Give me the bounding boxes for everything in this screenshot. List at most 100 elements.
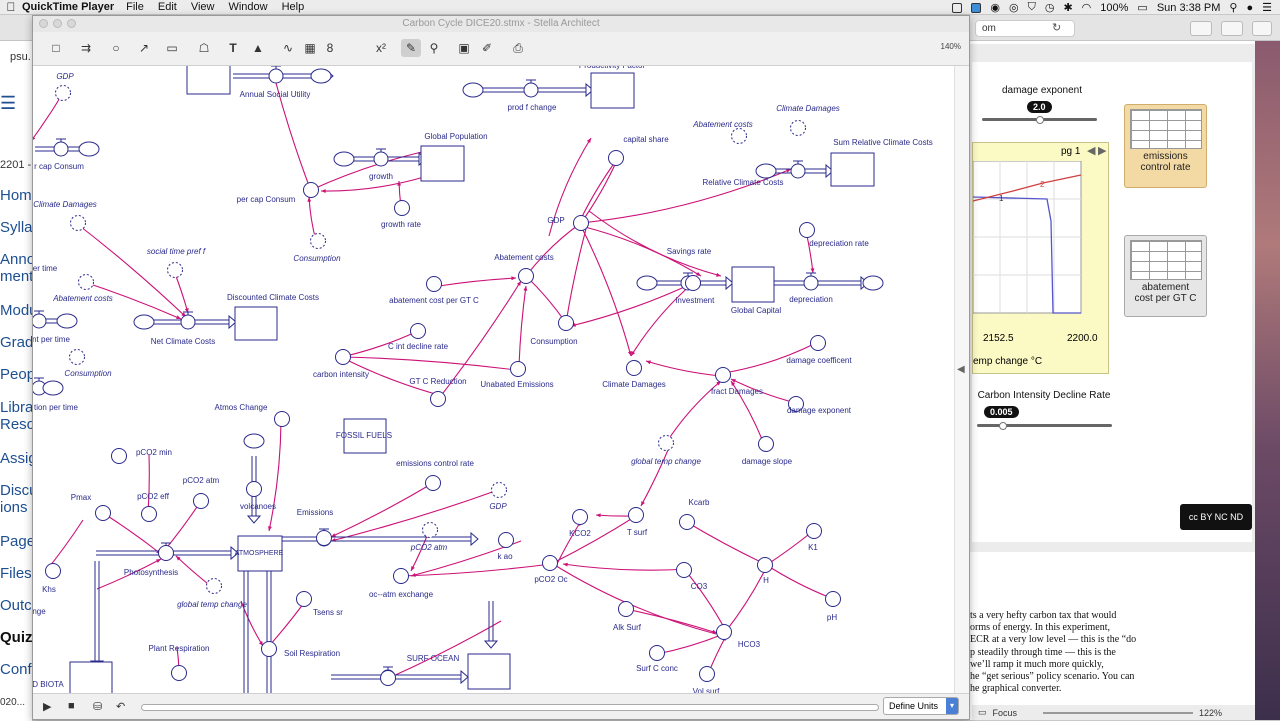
present-tool-icon[interactable]: ⎙ [513,41,523,55]
module-tool-icon[interactable]: ▭ [166,41,178,55]
shield-icon[interactable]: ⛉ [1027,1,1036,13]
loop-icon[interactable]: ↶ [116,701,126,713]
converter[interactable] [274,411,290,427]
converter[interactable] [618,601,634,617]
status-icon[interactable]: ◉ [990,2,1000,14]
converter[interactable] [806,523,822,539]
converter[interactable] [510,361,526,377]
flow-valve[interactable] [268,68,284,84]
minimize-icon[interactable] [53,19,62,28]
stock[interactable] [237,535,283,572]
converter[interactable] [430,391,446,407]
menu-window[interactable]: Window [228,1,268,13]
slider-carbon-intensity-knob[interactable] [999,422,1007,430]
notifications-icon[interactable]: ☰ [1262,2,1272,14]
define-units-select[interactable]: Define Units ▾ [883,697,959,715]
apple-icon[interactable]:  [0,0,22,14]
zoom-slider[interactable] [1043,711,1194,714]
stock[interactable] [467,653,511,690]
collapse-panel-icon[interactable]: ◀ [957,364,965,375]
converter[interactable] [558,315,574,331]
status-icon[interactable]: ◎ [1008,2,1019,14]
converter[interactable] [699,666,715,682]
menu-edit[interactable]: Edit [157,1,177,13]
converter[interactable] [799,222,815,238]
time-machine-icon[interactable]: ◷ [1044,2,1055,14]
menu-icon[interactable]: ☰ [0,93,17,113]
stock-tool-icon[interactable]: □ [52,41,60,55]
converter[interactable] [425,475,441,491]
status-icon[interactable] [971,2,982,13]
brush-tool-icon[interactable]: ✐ [481,41,493,55]
converter[interactable] [158,545,174,561]
nav-psu[interactable]: psu. [10,51,31,63]
flow-arrowhead[interactable] [470,531,479,547]
next-page-icon[interactable]: ▶ [1098,145,1107,157]
equation-tool-icon[interactable]: x² [376,41,386,55]
reload-icon[interactable]: ↻ [1052,22,1062,34]
flow-valve[interactable] [180,314,196,330]
converter[interactable] [78,274,94,290]
converter[interactable] [410,323,426,339]
table-emissions-control-rate[interactable]: emissions control rate [1124,104,1207,188]
menu-file[interactable]: File [126,1,144,13]
converter[interactable] [167,262,183,278]
flow-valve[interactable] [523,82,539,98]
converter[interactable] [542,555,558,571]
play-icon[interactable]: ▶ [43,701,52,713]
image-tool-icon[interactable]: ▲ [252,41,264,55]
siri-icon[interactable]: ● [1246,1,1254,14]
converter[interactable] [393,568,409,584]
nav-announcements-2[interactable]: ment [0,268,34,285]
converter[interactable] [296,591,312,607]
nav-grades[interactable]: Grade [0,334,42,351]
close-icon[interactable] [39,19,48,28]
converter[interactable] [206,578,222,594]
focus-icon[interactable]: ▭ [978,707,987,717]
stock[interactable] [830,152,875,187]
cloud[interactable] [78,141,100,157]
status-icon[interactable] [952,2,963,13]
flow-arrowhead[interactable] [460,669,469,685]
menu-app-name[interactable]: QuickTime Player [22,1,115,13]
stock[interactable] [186,66,231,95]
nav-pages[interactable]: Pages [0,533,43,550]
stock[interactable] [590,72,635,109]
converter[interactable] [731,128,747,144]
converter[interactable] [649,645,665,661]
flow-arrowhead[interactable] [825,163,834,179]
cloud[interactable] [636,275,658,291]
converter[interactable] [608,150,624,166]
vertical-scrollbar[interactable]: ◀ [954,66,969,693]
database-icon[interactable]: ⛁ [93,701,103,713]
bluetooth-icon[interactable]: ✱ [1063,2,1073,14]
clock[interactable]: Sun 3:38 PM [1156,1,1221,14]
nav-modules[interactable]: Modu [0,302,38,319]
converter[interactable] [626,360,642,376]
address-bar[interactable]: om [975,20,1075,37]
stock[interactable] [420,145,465,182]
zoom-tool-icon[interactable]: ⚲ [429,41,439,55]
cloud[interactable] [755,163,777,179]
converter[interactable] [303,182,319,198]
nav-outcomes[interactable]: Outco [0,597,41,614]
numeric-display-icon[interactable]: 8 [326,41,334,55]
flow-arrowhead[interactable] [725,275,734,291]
nav-syllabus[interactable]: Syllab [0,219,41,236]
converter[interactable] [70,215,86,231]
converter[interactable] [790,120,806,136]
focus-label[interactable]: Focus [992,707,1018,718]
stock[interactable] [343,418,387,454]
nav-discussions-2[interactable]: ions [0,499,28,516]
converter[interactable] [715,367,731,383]
converter[interactable] [95,505,111,521]
wifi-icon[interactable]: ◠ [1081,2,1092,14]
table-abatement-cost[interactable]: abatement cost per GT C [1124,235,1207,317]
converter[interactable] [193,493,209,509]
nav-files[interactable]: Files [0,565,32,582]
converter[interactable] [825,591,841,607]
flow-arrowhead[interactable] [585,82,594,98]
converter[interactable] [716,624,732,640]
cloud[interactable] [133,314,155,330]
flow-valve[interactable] [373,151,389,167]
